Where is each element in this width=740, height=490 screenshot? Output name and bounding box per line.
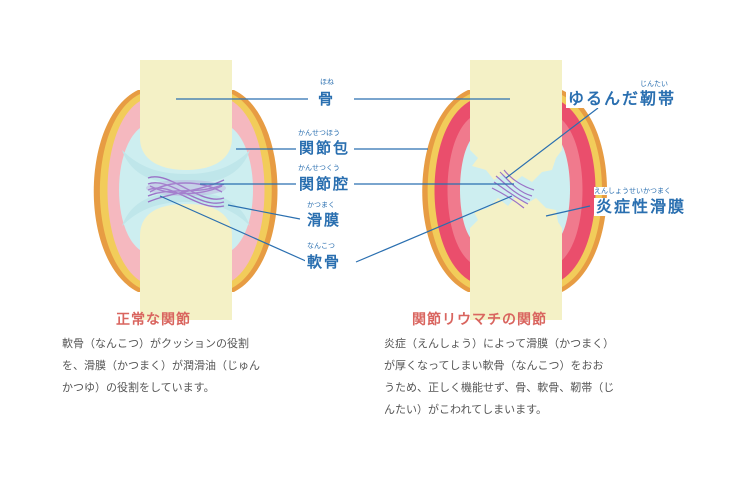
normal-desc-line: 軟骨（なんこつ）がクッションの役割 <box>62 337 249 350</box>
leader-cartilage-left <box>159 195 309 263</box>
capsule-ruby: かんせつほう <box>298 129 340 137</box>
normal-joint-upper-bone <box>140 60 232 170</box>
synovitis-ruby: えんしょうせいかつまく <box>594 187 671 195</box>
normal-desc-line: を、滑膜（かつまく）が潤滑油（じゅん <box>62 359 260 372</box>
ra-desc-line: 炎症（えんしょう）によって滑膜（かつまく） <box>384 337 615 350</box>
normal-joint-title: 正常な関節 <box>116 312 191 328</box>
ra-joint-title: 関節リウマチの関節 <box>412 312 547 328</box>
leader-loose-ligament <box>505 107 599 179</box>
synovitis-label: 炎症性滑膜 <box>594 197 689 216</box>
ra-joint-description: 炎症（えんしょう）によって滑膜（かつまく） が厚くなってしまい軟骨（なんこつ）を… <box>384 333 614 421</box>
ra-joint-upper-bone <box>470 60 562 184</box>
ra-desc-line: が厚くなってしまい軟骨（なんこつ）をおお <box>384 359 604 372</box>
leader-lines <box>159 98 599 263</box>
cavity-label: 関節腔 <box>297 175 353 193</box>
loose-ligament-ruby: じんたい <box>640 80 668 88</box>
normal-desc-line: かつゆ）の役割をしています。 <box>62 381 215 394</box>
loose-ligament-label: ゆるんだ靭帯 <box>566 89 679 108</box>
normal-joint <box>93 60 278 320</box>
ra-joint <box>422 60 607 320</box>
cartilage-ruby: なんこつ <box>307 242 335 250</box>
normal-joint-ligament <box>147 176 225 208</box>
normal-joint-description: 軟骨（なんこつ）がクッションの役割 を、滑膜（かつまく）が潤滑油（じゅん かつゆ… <box>62 333 260 399</box>
bone-ruby: ほね <box>320 78 334 86</box>
synovium-ruby: かつまく <box>307 201 335 209</box>
ra-desc-line: うため、正しく機能せず、骨、軟骨、靭帯（じ <box>384 381 615 394</box>
leader-synovitis <box>545 205 591 217</box>
leader-synovium <box>227 204 301 220</box>
ra-desc-line: んたい）がこわれてしまいます。 <box>384 403 548 416</box>
synovium-label: 滑膜 <box>305 211 344 229</box>
normal-joint-upper-cartilage <box>122 150 250 184</box>
bone-label: 骨 <box>316 90 338 108</box>
ra-joint-lower-bone <box>470 196 562 320</box>
capsule-label: 関節包 <box>297 139 353 157</box>
cavity-ruby: かんせつくう <box>298 164 340 172</box>
leader-cartilage-right <box>355 195 513 263</box>
cartilage-label: 軟骨 <box>305 253 344 271</box>
normal-joint-lower-bone <box>140 204 232 320</box>
